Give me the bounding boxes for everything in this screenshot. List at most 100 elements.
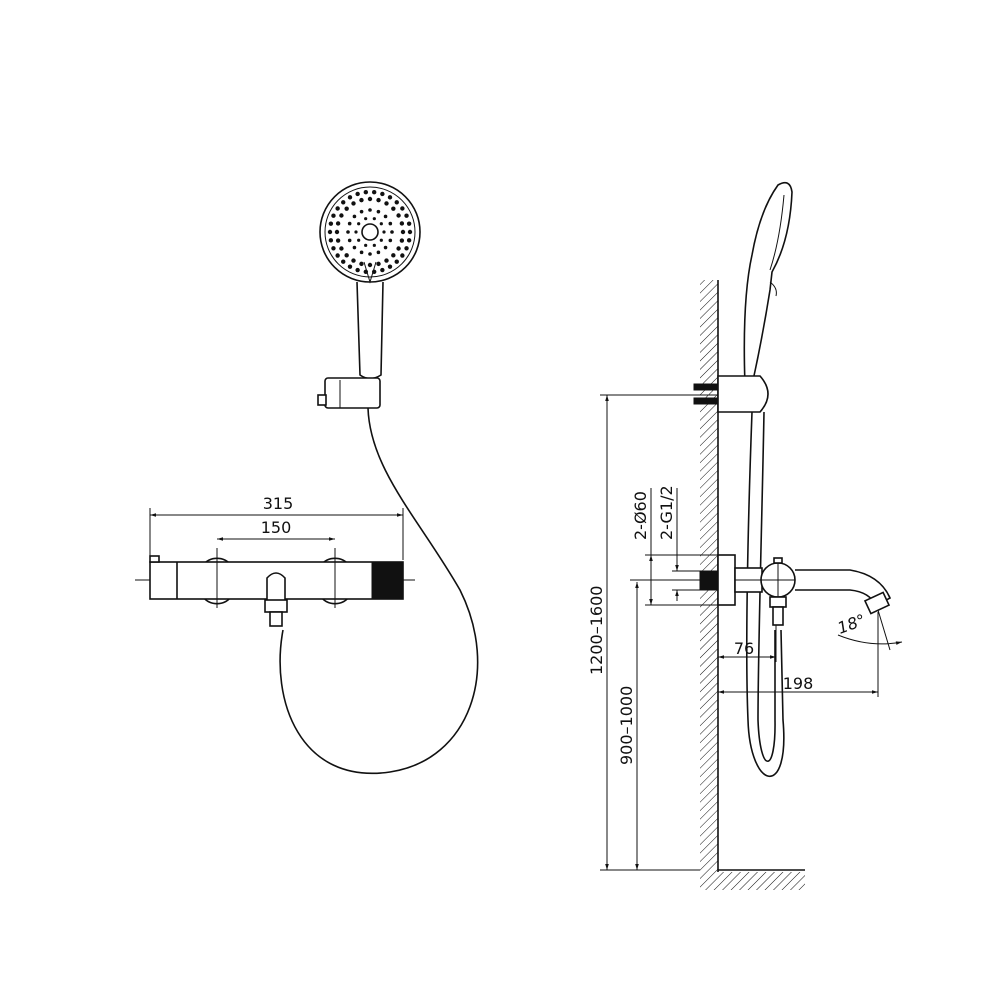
spray-nozzle bbox=[388, 221, 393, 226]
dimension-76: 76 bbox=[718, 625, 777, 662]
spray-nozzle bbox=[355, 191, 360, 197]
spray-nozzles bbox=[327, 190, 413, 274]
spray-nozzle bbox=[384, 258, 389, 263]
dim-label-198: 198 bbox=[783, 674, 814, 693]
shower-holder-side bbox=[693, 375, 769, 413]
spray-nozzle bbox=[399, 221, 405, 226]
spray-nozzle bbox=[341, 200, 346, 205]
spray-nozzle bbox=[406, 221, 412, 226]
spray-nozzle bbox=[335, 238, 341, 243]
spray-nozzle bbox=[400, 206, 405, 211]
spray-nozzle bbox=[352, 245, 357, 250]
spray-nozzle bbox=[347, 238, 352, 243]
spray-nozzle bbox=[367, 196, 373, 202]
spray-nozzle bbox=[372, 217, 376, 221]
spray-nozzle bbox=[344, 253, 349, 258]
spray-nozzle bbox=[364, 243, 368, 247]
dimension-150: 150 bbox=[217, 518, 335, 541]
spray-nozzle bbox=[355, 267, 360, 273]
spray-nozzle bbox=[368, 208, 372, 212]
shower-hose-front bbox=[279, 407, 479, 775]
spray-nozzle bbox=[380, 267, 385, 273]
dim-label-thread: 2-G1/2 bbox=[657, 485, 676, 540]
spray-nozzle bbox=[400, 253, 405, 258]
spray-nozzle bbox=[380, 191, 385, 197]
spray-nozzle bbox=[376, 261, 381, 267]
spray-nozzle bbox=[327, 229, 333, 235]
spray-nozzle bbox=[359, 261, 364, 267]
shower-holder-front bbox=[317, 377, 381, 409]
spray-nozzle bbox=[376, 250, 381, 255]
spray-nozzle bbox=[391, 253, 396, 258]
spray-nozzle bbox=[371, 190, 377, 195]
spray-nozzle bbox=[359, 197, 364, 203]
spray-nozzle bbox=[372, 243, 376, 247]
spray-nozzle bbox=[394, 259, 399, 264]
spray-nozzle bbox=[335, 253, 340, 258]
spray-nozzle bbox=[379, 238, 383, 242]
spray-nozzle bbox=[346, 230, 350, 234]
spray-nozzle bbox=[347, 264, 353, 269]
dimension-flange: 2-Ø60 bbox=[631, 488, 718, 606]
spray-nozzle bbox=[404, 213, 409, 218]
spray-nozzle bbox=[394, 200, 399, 205]
spray-nozzle bbox=[357, 222, 361, 226]
spray-nozzle bbox=[331, 246, 336, 251]
spray-nozzle bbox=[357, 238, 361, 242]
hand-shower-front bbox=[319, 181, 421, 380]
spray-nozzle bbox=[396, 213, 401, 218]
spray-nozzle bbox=[334, 229, 340, 235]
spray-nozzle bbox=[335, 206, 340, 211]
spray-nozzle bbox=[347, 221, 352, 226]
dim-label-315: 315 bbox=[263, 494, 294, 513]
spray-nozzle bbox=[352, 214, 357, 219]
spray-nozzle bbox=[363, 190, 369, 195]
spray-nozzle bbox=[400, 229, 406, 235]
dimension-holder-height: 1200–1600 bbox=[587, 394, 718, 871]
dim-label-flange-diameter: 2-Ø60 bbox=[631, 491, 650, 540]
spray-nozzle bbox=[331, 213, 336, 218]
spray-nozzle bbox=[391, 206, 396, 211]
spray-nozzle bbox=[390, 230, 394, 234]
spray-nozzle bbox=[383, 245, 388, 250]
spray-nozzle bbox=[406, 238, 412, 243]
spray-nozzle bbox=[335, 221, 341, 226]
hand-shower-side bbox=[743, 181, 793, 386]
dim-label-150: 150 bbox=[261, 518, 292, 537]
spray-nozzle bbox=[376, 197, 381, 203]
spray-nozzle bbox=[339, 213, 344, 218]
spray-nozzle bbox=[354, 230, 358, 234]
spray-nozzle bbox=[382, 230, 386, 234]
dimension-angle: 18° bbox=[835, 609, 903, 651]
dimension-thread: 2-G1/2 bbox=[657, 485, 700, 601]
dim-label-mixer-height: 900–1000 bbox=[617, 686, 636, 765]
spray-nozzle bbox=[339, 246, 344, 251]
spray-nozzle bbox=[383, 214, 388, 219]
spray-nozzle bbox=[359, 250, 364, 255]
dimension-198: 198 bbox=[718, 612, 879, 697]
spray-nozzle bbox=[387, 195, 393, 200]
shower-hose-side bbox=[745, 411, 785, 778]
spray-nozzle bbox=[396, 246, 401, 251]
dim-label-76: 76 bbox=[734, 639, 754, 658]
spray-nozzle bbox=[407, 229, 413, 235]
dimension-315: 315 bbox=[149, 494, 404, 560]
spray-nozzle bbox=[364, 217, 368, 221]
spray-nozzle bbox=[341, 259, 346, 264]
spray-nozzle bbox=[347, 195, 353, 200]
spray-nozzle bbox=[328, 221, 334, 226]
spray-nozzle bbox=[388, 238, 393, 243]
spray-nozzle bbox=[399, 238, 405, 243]
spray-nozzle bbox=[368, 252, 372, 256]
spray-nozzle bbox=[404, 246, 409, 251]
dim-label-angle: 18° bbox=[835, 610, 868, 638]
spray-nozzle bbox=[351, 258, 356, 263]
spray-nozzle bbox=[359, 209, 364, 214]
mixer-side bbox=[630, 554, 892, 626]
spray-nozzle bbox=[328, 238, 334, 243]
dim-label-holder-height: 1200–1600 bbox=[587, 586, 606, 675]
spray-nozzle bbox=[387, 264, 393, 269]
spray-nozzle bbox=[384, 201, 389, 206]
